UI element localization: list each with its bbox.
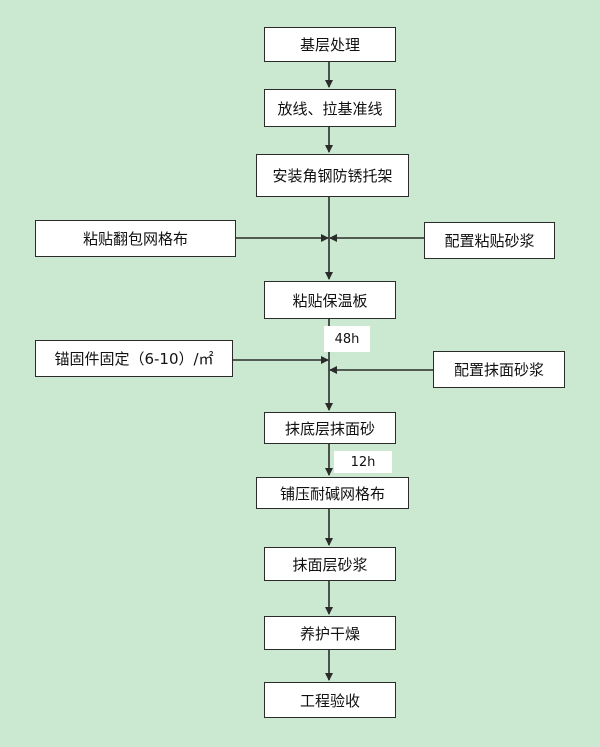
step-base-coat: 抹底层抹面砂 [264, 412, 396, 444]
step-embed-mesh: 铺压耐碱网格布 [256, 477, 409, 509]
step-curing: 养护干燥 [264, 616, 396, 650]
interval-label-12h: 12h [334, 451, 392, 473]
step-install-bracket: 安装角钢防锈托架 [256, 154, 409, 197]
interval-label-48h: 48h [324, 326, 370, 352]
step-acceptance: 工程验收 [264, 682, 396, 718]
step-layout-lines: 放线、拉基准线 [264, 89, 396, 127]
input-mix-plaster: 配置抹面砂浆 [433, 351, 565, 388]
step-attach-insulation: 粘贴保温板 [264, 281, 396, 319]
step-finish-coat: 抹面层砂浆 [264, 547, 396, 581]
input-mix-adhesive: 配置粘贴砂浆 [424, 222, 555, 259]
step-base-treatment: 基层处理 [264, 27, 396, 62]
input-anchor: 锚固件固定（6-10）/㎡ [35, 340, 233, 377]
input-mesh-wrap: 粘贴翻包网格布 [35, 220, 236, 257]
